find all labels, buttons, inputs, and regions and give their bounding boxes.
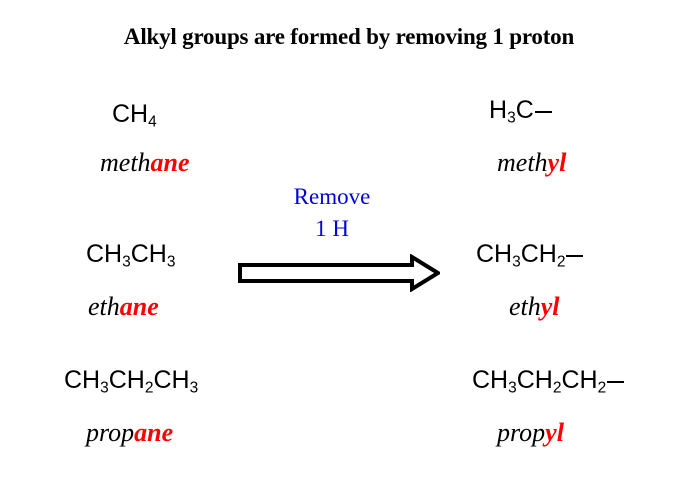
formula-ethane: CH3CH3: [86, 240, 176, 271]
name-propane: propane: [86, 418, 173, 448]
formula-subscript: 3: [100, 379, 109, 397]
formula-subscript: 2: [556, 253, 566, 271]
formula-subscript: 3: [122, 253, 131, 271]
formula-methyl: H3C: [489, 96, 552, 127]
name-stem: meth: [100, 148, 151, 177]
formula-segment: CH: [516, 366, 553, 394]
name-suffix: yl: [540, 292, 560, 321]
formula-segment: CH: [86, 240, 123, 268]
formula-subscript: 3: [512, 253, 521, 271]
name-suffix: ane: [134, 418, 174, 447]
formula-segment: CH: [153, 366, 190, 394]
name-stem: eth: [88, 292, 120, 321]
formula-segment: CH: [112, 100, 149, 128]
name-stem: prop: [497, 418, 546, 447]
name-propyl: propyl: [497, 418, 564, 448]
page-title: Alkyl groups are formed by removing 1 pr…: [123, 24, 575, 49]
right-block-arrow-icon: [238, 254, 440, 292]
name-ethyl: ethyl: [509, 292, 560, 322]
formula-segment: CH: [520, 240, 557, 268]
name-suffix: yl: [547, 148, 567, 177]
name-suffix: ane: [150, 148, 190, 177]
formula-propane: CH3CH2CH3: [64, 366, 199, 397]
formula-subscript: 3: [508, 379, 517, 397]
formula-segment: CH: [130, 240, 167, 268]
formula-segment: CH: [64, 366, 101, 394]
formula-segment: CH: [472, 366, 509, 394]
remove-label-line-2: 1 H: [315, 216, 349, 241]
bond-dash-icon: [566, 254, 584, 257]
formula-segment: CH: [476, 240, 513, 268]
formula-ethyl: CH3CH2: [476, 240, 584, 271]
name-methyl: methyl: [497, 148, 566, 178]
formula-segment: H: [489, 96, 508, 124]
formula-methane: CH4: [112, 100, 157, 131]
remove-label-line-1: Remove: [293, 184, 371, 209]
name-stem: eth: [509, 292, 541, 321]
formula-subscript: 2: [144, 379, 154, 397]
formula-subscript: 3: [189, 379, 199, 397]
name-ethane: ethane: [88, 292, 159, 322]
bond-dash-icon: [534, 110, 552, 113]
formula-segment: CH: [561, 366, 598, 394]
bond-dash-icon: [607, 380, 625, 383]
formula-subscript: 3: [166, 253, 176, 271]
name-suffix: yl: [545, 418, 564, 447]
formula-subscript: 2: [552, 379, 562, 397]
formula-segment: C: [515, 96, 534, 124]
name-suffix: ane: [119, 292, 159, 321]
name-stem: meth: [497, 148, 548, 177]
formula-subscript: 3: [507, 109, 516, 127]
name-stem: prop: [86, 418, 135, 447]
formula-subscript: 4: [148, 113, 157, 131]
name-methane: methane: [100, 148, 190, 178]
formula-subscript: 2: [597, 379, 607, 397]
formula-segment: CH: [108, 366, 145, 394]
formula-propyl: CH3CH2CH2: [472, 366, 625, 397]
